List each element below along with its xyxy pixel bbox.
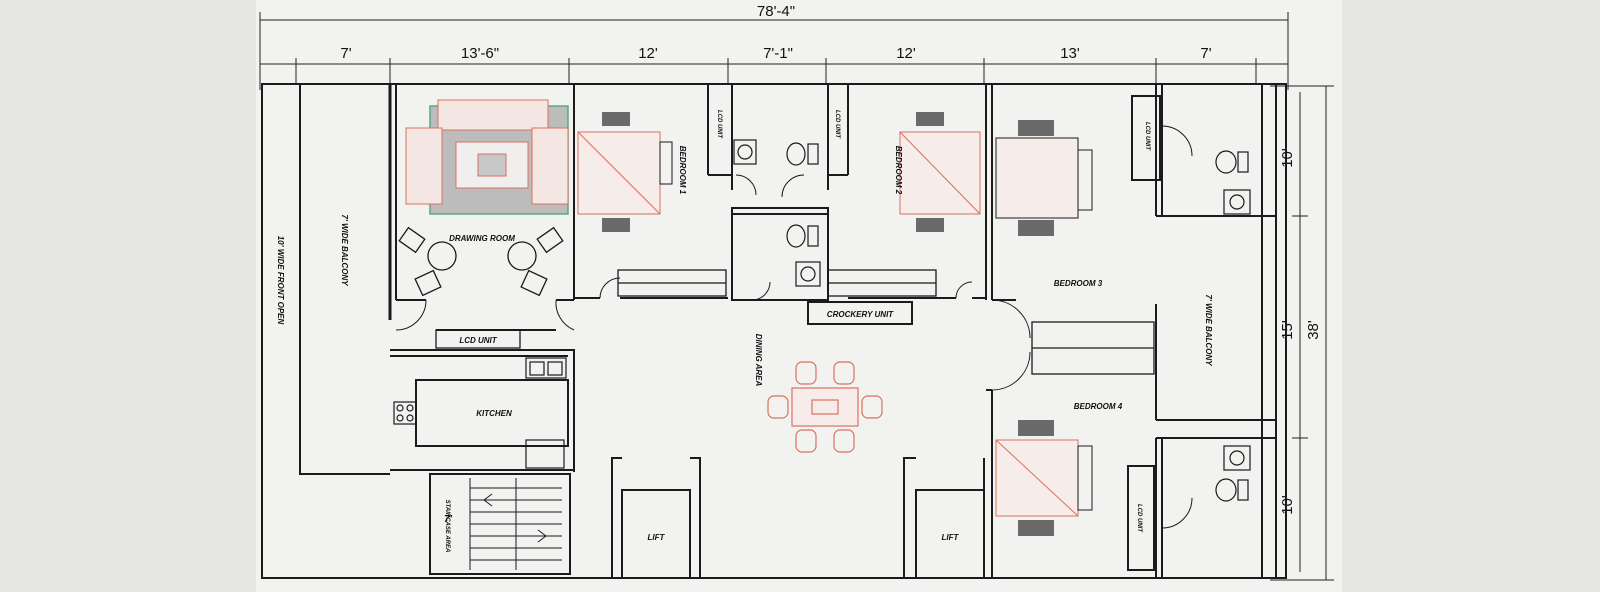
- staircase-width-label: 7': [444, 514, 453, 525]
- right-balcony-label: 7' WIDE BALCONY: [1204, 294, 1213, 366]
- bedroom-1-lcd-label: LCD UNIT: [716, 110, 722, 139]
- dim-col-3: 12': [638, 45, 658, 62]
- interior-walls: [390, 84, 1277, 579]
- right-margin: [1342, 0, 1600, 592]
- drawing-room-label: DRAWING ROOM: [449, 234, 515, 243]
- door-swings: [395, 125, 1193, 529]
- dim-col-6: 13': [1060, 45, 1080, 62]
- outer-walls: [261, 83, 1287, 579]
- staircase-treads: [469, 478, 562, 570]
- floor-plan: 78'-4" 7' 13'-6" 12' 7'-1" 12' 13' 7' 38…: [259, 3, 1334, 581]
- dim-col-2: 13'-6": [461, 45, 499, 62]
- dim-col-7: 7': [1200, 45, 1211, 62]
- lift-1-label: LIFT: [648, 533, 666, 542]
- front-open-label: 10' WIDE FRONT OPEN: [276, 236, 285, 325]
- dim-col-1: 7': [340, 45, 351, 62]
- dim-col-4: 7'-1": [763, 45, 793, 62]
- bedroom-3-bed: [995, 120, 1093, 236]
- kitchen-fixtures: [393, 357, 567, 469]
- staircase-label: STAIRCASE AREA: [444, 500, 450, 553]
- bedroom-2-bed: [899, 112, 981, 232]
- dining-area-label: DINING AREA: [754, 334, 763, 387]
- bedroom-3-label: BEDROOM 3: [1054, 279, 1103, 288]
- drawing-lcd-label: LCD UNIT: [459, 336, 497, 345]
- dining-table-set: [767, 361, 883, 453]
- dim-right-1: 10': [1279, 148, 1296, 168]
- kitchen-label: KITCHEN: [476, 409, 512, 418]
- drawing-lcd-unit: [435, 329, 521, 349]
- bedroom-4-lcd-label: LCD UNIT: [1136, 504, 1142, 533]
- bedroom-2-lcd-label: LCD UNIT: [834, 110, 840, 139]
- dimension-lines: [259, 12, 1334, 581]
- bedroom-2-label: BEDROOM 2: [894, 146, 903, 195]
- bedroom-4-bed: [995, 420, 1093, 536]
- lift-2-label: LIFT: [942, 533, 960, 542]
- bedroom-1-label: BEDROOM 1: [678, 146, 687, 195]
- drawing-room-sofa-set: [405, 99, 569, 215]
- front-balcony-label: 7' WIDE BALCONY: [340, 214, 349, 286]
- overall-width-label: 78'-4": [757, 3, 795, 20]
- dim-right-3: 10': [1279, 495, 1296, 515]
- bedroom-4-label: BEDROOM 4: [1074, 402, 1123, 411]
- overall-depth-label: 38': [1305, 320, 1322, 340]
- wardrobes: [617, 269, 1155, 375]
- dim-right-2: 15': [1279, 320, 1296, 340]
- left-margin: [0, 0, 256, 592]
- bedroom-1-bed: [577, 112, 673, 232]
- bedroom-3-lcd-label: LCD UNIT: [1144, 122, 1150, 151]
- drawing-room-chairs: [398, 226, 564, 297]
- crockery-unit-label: CROCKERY UNIT: [827, 310, 894, 319]
- dim-col-5: 12': [896, 45, 916, 62]
- sanitary-fixtures: [733, 139, 1251, 502]
